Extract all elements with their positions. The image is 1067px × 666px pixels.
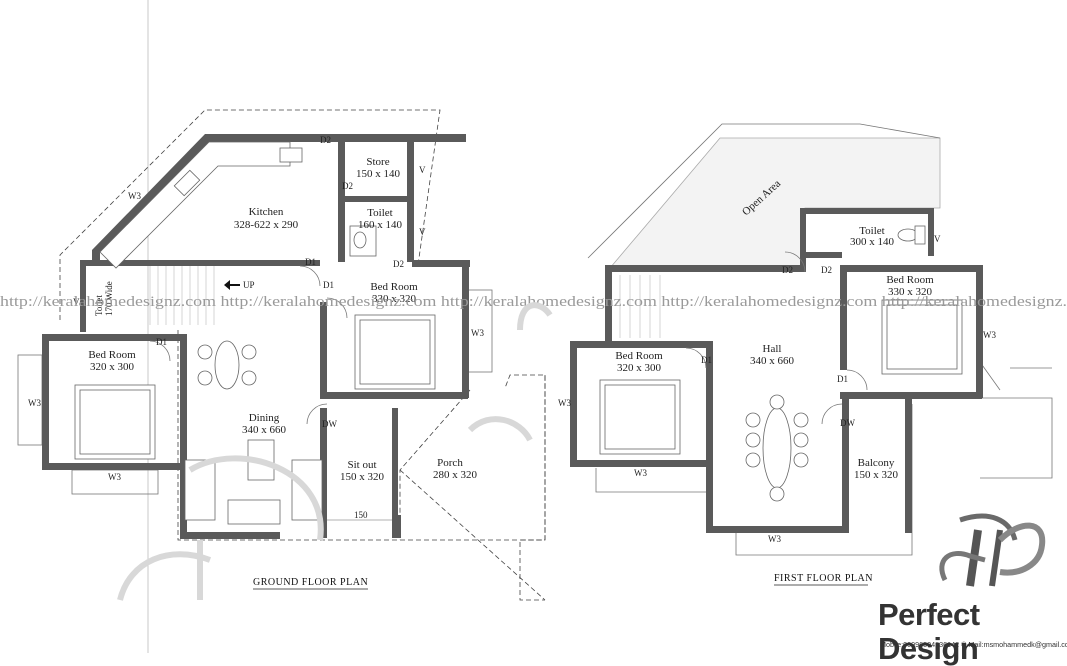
bed-left-label: Bed Room [88,349,136,361]
bed-right-label: Bed Room [886,274,934,286]
bed-center-label: Bed Room [370,281,418,293]
hall-size: 340 x 660 [750,355,795,367]
porch-size: 280 x 320 [433,469,478,481]
vent-tag: V [73,297,80,307]
bed-left-label: Bed Room [615,350,663,362]
door-tag: D2 [320,135,331,145]
window-tag: W3 [983,330,996,340]
balcony-label: Balcony [858,457,895,469]
window-tag: W3 [634,468,647,478]
ground-floor-plan: Kitchen 328-622 x 290 Store 150 x 140 To… [17,109,546,601]
door-tag: D2 [393,259,404,269]
toilet-size: 160 x 140 [358,219,403,231]
window-tag: W3 [108,472,121,482]
door-tag: D1 [156,337,167,347]
vent-tag: V [419,165,426,175]
stair-arrow-icon [224,280,240,290]
store-size: 150 x 140 [356,168,401,180]
balcony-size: 150 x 320 [854,469,899,481]
sitout-size: 150 x 320 [340,471,385,483]
door-tag: D2 [342,181,353,191]
first-floor-title: FIRST FLOOR PLAN [774,573,873,584]
toilet-label: Toilet [859,225,885,237]
dining-label: Dining [249,412,280,424]
door-tag: D2 [821,265,832,275]
window-tag: W3 [768,534,781,544]
dimension-tag: 150 [354,510,368,520]
faint-logo-watermark [117,302,553,601]
door-window-tag: DW [840,418,855,428]
vent-tag: V [934,234,941,244]
toilet-side-size: 170 Wide [104,281,114,316]
bed-right-size: 330 x 320 [888,286,933,298]
door-tag: D1 [323,280,334,290]
porch-label: Porch [437,457,463,469]
first-floor-plan: Open Area Toilet 300 x 140 Bed Room 330 … [558,123,1053,586]
ph-monogram-logo [939,513,1046,587]
door-tag: D2 [782,265,793,275]
vent-tag: V [419,227,426,237]
hall-label: Hall [763,343,782,355]
toilet-label: Toilet [367,207,393,219]
kitchen-size: 328-622 x 290 [234,219,299,231]
ground-floor-title: GROUND FLOOR PLAN [253,577,368,588]
window-tag: W3 [471,328,484,338]
sitout-label: Sit out [347,459,376,471]
dining-size: 340 x 660 [242,424,287,436]
door-tag: D1 [701,355,712,365]
brand-contact: Mobile:00996594236142 © Mail:msmohammedk… [880,640,1067,649]
window-tag: W3 [28,398,41,408]
door-window-tag: DW [322,419,337,429]
brand-name: Perfect Design [878,597,980,666]
bed-left-size: 320 x 300 [617,362,662,374]
door-tag: D1 [837,374,848,384]
window-tag: W3 [558,398,571,408]
window-tag: W3 [128,191,141,201]
toilet-size: 300 x 140 [850,236,895,248]
stair-up-tag: UP [243,280,255,290]
store-label: Store [366,156,389,168]
kitchen-label: Kitchen [249,206,284,218]
toilet-side-label: Toilet [94,295,104,316]
watermark-text: http://keralahomedesignz.com http://kera… [0,294,1067,310]
bed-center-size: 330 x 320 [372,293,417,305]
bed-left-size: 320 x 300 [90,361,135,373]
door-tag: D1 [305,257,316,267]
